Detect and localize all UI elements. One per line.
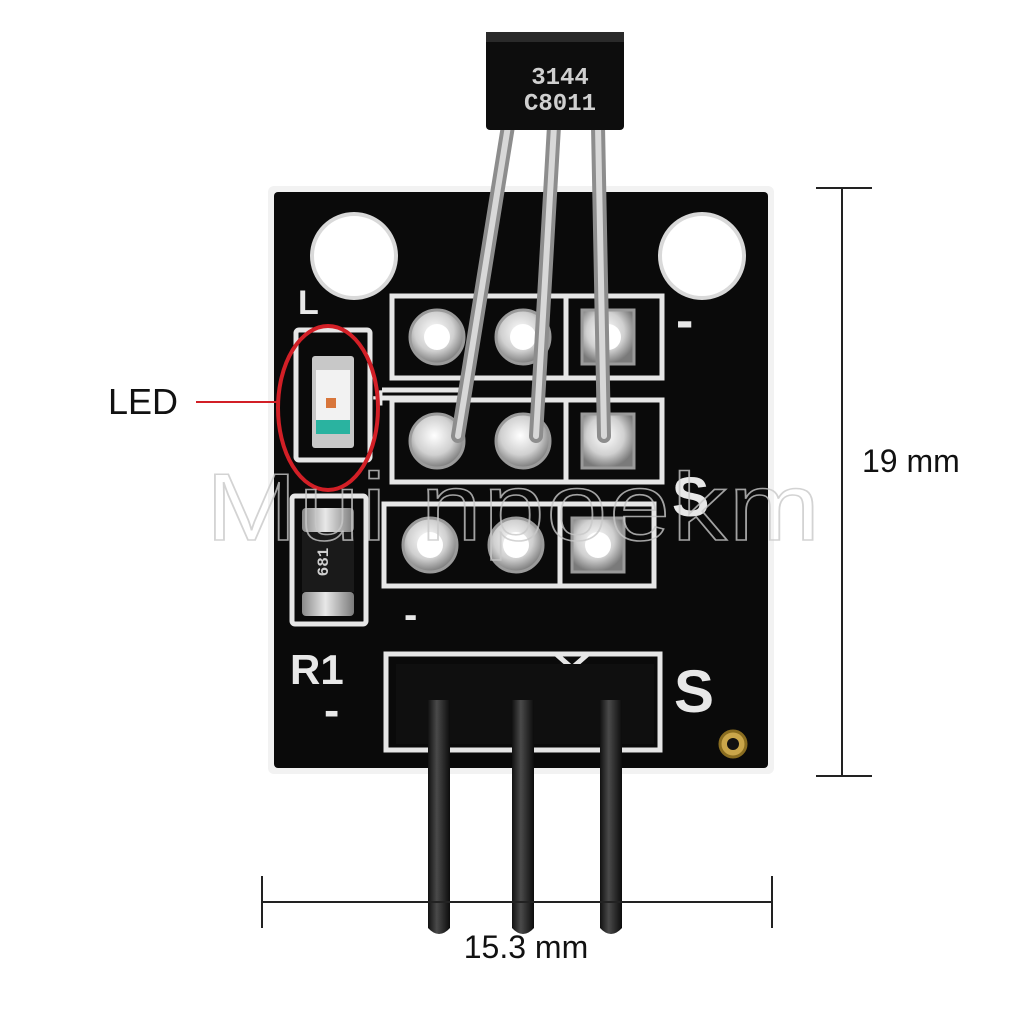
smd-led bbox=[312, 356, 354, 448]
mounting-hole-left bbox=[310, 212, 398, 300]
height-dimension bbox=[816, 187, 872, 777]
led-callout: LED bbox=[108, 324, 380, 492]
watermark: Mui npoekm bbox=[206, 454, 822, 561]
smd-resistor: 681 bbox=[302, 508, 354, 616]
width-dimension bbox=[261, 876, 773, 928]
chip-marking-line1: 3144 bbox=[531, 65, 589, 92]
width-label: 15.3 mm bbox=[464, 929, 588, 965]
header-pins bbox=[396, 664, 654, 934]
pad-row-low bbox=[401, 516, 626, 574]
silk-r1: R1 bbox=[290, 646, 344, 693]
mounting-hole-right bbox=[658, 212, 746, 300]
hall-sensor-chip: 3144 C8011 bbox=[486, 32, 624, 130]
resistor-code: 681 bbox=[315, 548, 333, 577]
silk-s-mid: S bbox=[672, 465, 709, 528]
led-label: LED bbox=[108, 381, 178, 422]
chip-marking-line2: C8011 bbox=[524, 91, 596, 118]
silk-minus-left: - bbox=[324, 684, 339, 736]
sensor-leads bbox=[451, 119, 611, 443]
silkscreen-outlines bbox=[289, 293, 665, 753]
silk-minus-low: - bbox=[404, 593, 417, 637]
height-label: 19 mm bbox=[862, 443, 960, 479]
silk-led-label: L bbox=[298, 284, 319, 322]
silk-s-bottom: S bbox=[674, 658, 714, 725]
silk-minus-top: - bbox=[676, 292, 693, 350]
